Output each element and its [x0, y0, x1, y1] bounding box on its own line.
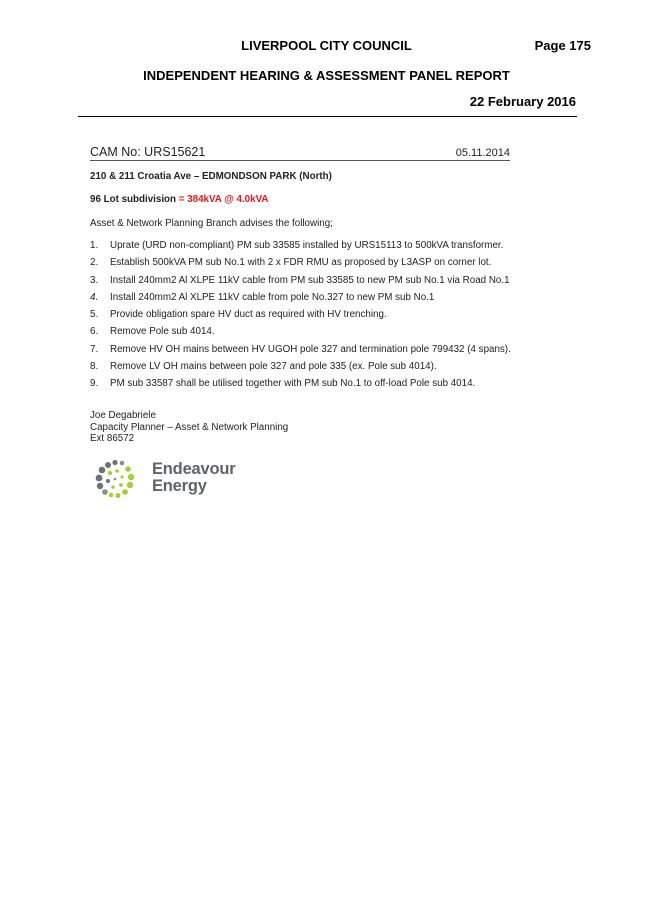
item-text: Remove Pole sub 4014. — [110, 326, 215, 338]
signatory-title: Capacity Planner – Asset & Network Plann… — [90, 421, 289, 433]
item-text: Remove LV OH mains between pole 327 and … — [110, 361, 437, 373]
list-item: 5. Provide obligation spare HV duct as re… — [90, 309, 570, 326]
list-item: 7. Remove HV OH mains between HV UGOH pol… — [90, 344, 570, 361]
list-item: 9. PM sub 33587 shall be utilised togethe… — [90, 378, 570, 395]
signature-block: Joe Degabriele Capacity Planner – Asset … — [90, 410, 288, 445]
item-number: 7. — [90, 343, 99, 355]
dot-ring-icon — [95, 459, 135, 498]
cam-date: 05.11.2014 — [455, 147, 510, 159]
subdivision-label: 96 Lot subdivision — [90, 194, 177, 205]
endeavour-energy-logo: Endeavour Energy — [94, 459, 254, 499]
item-number: 8. — [90, 361, 99, 373]
logo-word-2: Energy — [152, 477, 207, 495]
list-item: 8. Remove LV OH mains between pole 327 an… — [90, 361, 570, 378]
subdivision-load: = 384kVA @ 4.0kVA — [178, 194, 269, 205]
item-number: 2. — [90, 257, 99, 269]
logo-word-1: Endeavour — [152, 460, 236, 478]
item-number: 6. — [90, 326, 99, 338]
item-number: 9. — [90, 378, 99, 390]
list-item: 1. Uprate (URD non-compliant) PM sub 3358… — [90, 240, 570, 257]
item-text: Remove HV OH mains between HV UGOH pole … — [110, 343, 511, 355]
intro-text: Asset & Network Planning Branch advises … — [90, 218, 333, 229]
list-item: 3. Install 240mm2 Al XLPE 11kV cable from… — [90, 275, 570, 292]
site-address: 210 & 211 Croatia Ave – EDMONDSON PARK (… — [90, 171, 332, 182]
subdivision-line: 96 Lot subdivision = 384kVA @ 4.0kVA — [90, 194, 550, 205]
logo-wordmark: Endeavour Energy — [152, 460, 236, 495]
item-text: Provide obligation spare HV duct as requ… — [110, 309, 387, 321]
report-title: INDEPENDENT HEARING & ASSESSMENT PANEL R… — [143, 68, 510, 83]
signatory-extension: Ext 86572 — [90, 433, 135, 444]
item-text: Uprate (URD non-compliant) PM sub 33585 … — [110, 240, 504, 251]
report-date: 22 February 2016 — [469, 94, 576, 109]
council-name: LIVERPOOL CITY COUNCIL — [241, 38, 412, 53]
item-number: 3. — [90, 274, 99, 286]
cam-heading: CAM No: URS15621 05.11.2014 — [90, 144, 510, 161]
item-number: 4. — [90, 291, 99, 303]
item-text: Install 240mm2 Al XLPE 11kV cable from p… — [110, 291, 435, 303]
item-text: Establish 500kVA PM sub No.1 with 2 x FD… — [110, 257, 492, 269]
list-item: 4. Install 240mm2 Al XLPE 11kV cable from… — [90, 292, 570, 309]
item-text: PM sub 33587 shall be utilised together … — [110, 378, 476, 390]
header-divider — [78, 116, 577, 117]
list-item: 6. Remove Pole sub 4014. — [90, 326, 570, 343]
item-number: 1. — [90, 240, 99, 251]
item-text: Install 240mm2 Al XLPE 11kV cable from P… — [110, 274, 510, 286]
item-number: 5. — [90, 309, 99, 321]
cam-number: CAM No: URS15621 — [90, 145, 206, 159]
page-number: Page 175 — [534, 38, 591, 53]
signatory-name: Joe Degabriele — [90, 410, 156, 421]
list-item: 2. Establish 500kVA PM sub No.1 with 2 x … — [90, 257, 570, 274]
requirements-list: 1. Uprate (URD non-compliant) PM sub 3358… — [90, 240, 570, 396]
